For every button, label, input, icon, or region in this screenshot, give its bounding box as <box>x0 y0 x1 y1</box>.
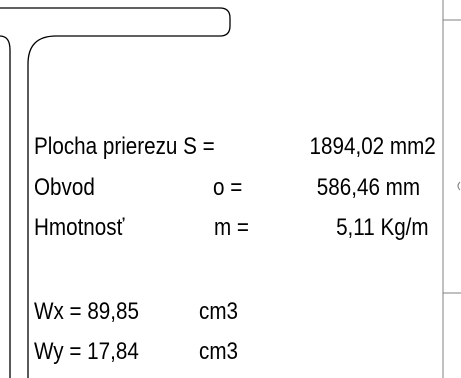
area-value: 1894,02 mm2 <box>309 133 436 160</box>
perimeter-value: 586,46 mm <box>316 174 420 201</box>
frame-mark <box>457 181 461 191</box>
area-label: Plocha prierezu S = <box>34 133 215 160</box>
profile-inner-edge <box>0 35 11 378</box>
perimeter-symbol: o = <box>213 174 243 201</box>
mass-label: Hmotnosť <box>34 214 125 241</box>
wy-unit: cm3 <box>199 338 238 365</box>
perimeter-label: Obvod <box>34 174 95 201</box>
mass-value: 5,11 Kg/m <box>336 214 429 241</box>
profile-outline <box>0 7 231 378</box>
mass-symbol: m = <box>214 214 249 241</box>
wy-label: Wy = 17,84 <box>34 338 139 365</box>
wx-label: Wx = 89,85 <box>34 298 139 325</box>
wx-unit: cm3 <box>199 298 238 325</box>
